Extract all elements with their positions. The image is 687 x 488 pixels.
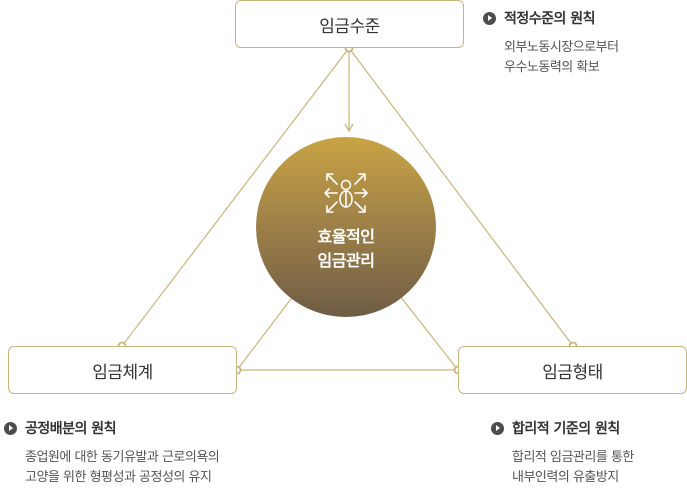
principle-left-line: 종업원에 대한 동기유발과 근로의욕의: [25, 450, 220, 465]
principle-top-title: 적정수준의 원칙: [504, 11, 596, 27]
principle-right-desc: 합리적 임금관리를 통한 내부인력의 유출방지: [512, 448, 634, 488]
principle-top-desc: 외부노동시장으로부터 우수노동력의 확보: [504, 38, 619, 78]
principle-top-line: 우수노동력의 확보: [504, 60, 600, 75]
node-wage-level-label: 임금수준: [319, 16, 380, 37]
principle-left-line: 고양을 위한 형평성과 공정성의 유지: [25, 470, 212, 485]
center-circle: 효율적인 임금관리: [256, 137, 436, 317]
principle-top-line: 외부노동시장으로부터: [504, 40, 619, 55]
center-title-line1: 효율적인: [317, 227, 375, 246]
edge-top-left: [121, 47, 350, 347]
play-bullet-icon: [483, 11, 496, 25]
arrow-left-to-center: [236, 289, 298, 371]
node-wage-level: 임금수준: [235, 0, 464, 48]
edge-top-right: [348, 47, 574, 347]
node-wage-structure: 임금체계: [8, 346, 237, 394]
principle-left-title: 공정배분의 원칙: [25, 421, 117, 437]
center-title: 효율적인 임금관리: [318, 225, 375, 273]
node-wage-form-label: 임금형태: [542, 362, 603, 383]
principle-right: 합리적 기준의 원칙 합리적 임금관리를 통한 내부인력의 유출방지: [491, 418, 634, 488]
node-wage-form: 임금형태: [458, 346, 687, 394]
principle-right-title: 합리적 기준의 원칙: [512, 421, 620, 437]
node-wage-structure-label: 임금체계: [92, 362, 153, 383]
arrow-right-to-center: [395, 289, 459, 371]
play-bullet-icon: [4, 421, 17, 435]
play-bullet-icon: [491, 421, 504, 435]
principle-top: 적정수준의 원칙 외부노동시장으로부터 우수노동력의 확보: [483, 8, 619, 78]
principle-left-desc: 종업원에 대한 동기유발과 근로의욕의 고양을 위한 형평성과 공정성의 유지: [25, 448, 220, 488]
center-title-line2: 임금관리: [317, 251, 375, 270]
principle-right-line: 내부인력의 유출방지: [512, 470, 619, 485]
arrows-outward-icon: [324, 173, 368, 213]
principle-right-line: 합리적 임금관리를 통한: [512, 450, 634, 465]
principle-left: 공정배분의 원칙 종업원에 대한 동기유발과 근로의욕의 고양을 위한 형평성과…: [4, 418, 220, 488]
